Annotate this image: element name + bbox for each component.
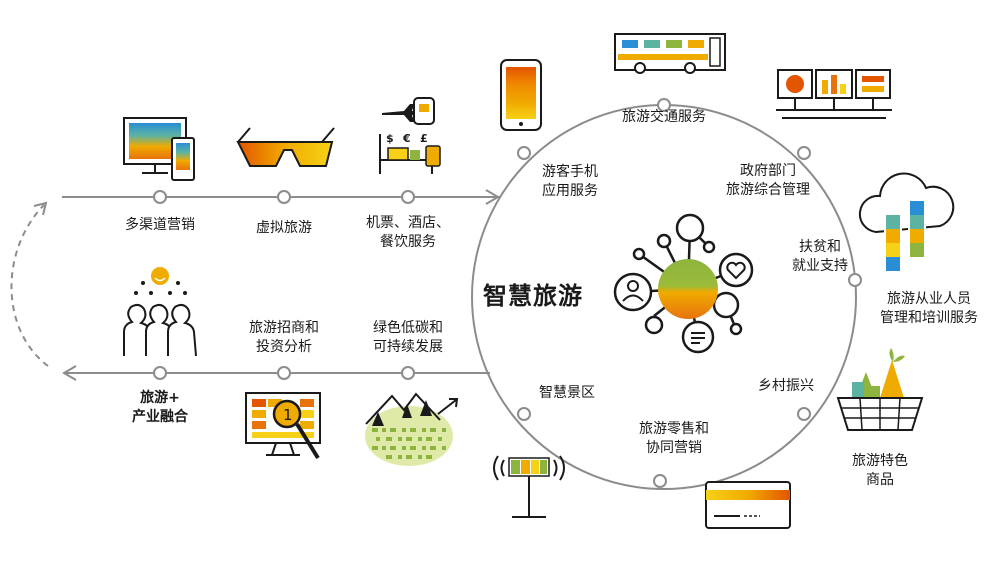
- investment-analysis-icon: 1: [245, 392, 321, 460]
- label-rural-revitalization: 乡村振兴: [758, 378, 814, 394]
- node-retail: [653, 474, 667, 488]
- currency-euro: €: [402, 132, 411, 145]
- label-mobile-apps: 游客手机 应用服务: [542, 164, 598, 199]
- dashboard-monitors-icon: [776, 69, 892, 119]
- return-loop-dashed-arrow: [10, 204, 49, 367]
- node-mobile: [517, 146, 531, 160]
- signal-tower-icon: [493, 455, 565, 518]
- node-multichannel: [153, 190, 167, 204]
- node-booking: [401, 190, 415, 204]
- node-transport: [657, 98, 671, 112]
- train-icon: [614, 33, 726, 74]
- label-multichannel-marketing: 多渠道营销: [125, 217, 195, 233]
- node-virtual: [277, 190, 291, 204]
- credit-card-icon: [705, 481, 791, 529]
- hub-core: [658, 259, 718, 319]
- bottom-flow-arrowhead: [62, 365, 77, 381]
- svg-text:1: 1: [283, 406, 293, 424]
- node-training: [848, 273, 862, 287]
- travel-booking-icon: $ € £: [379, 97, 441, 174]
- smartphone-icon: [500, 59, 542, 131]
- devices-icon: [123, 117, 195, 181]
- label-booking-services: 机票、酒店、 餐饮服务: [366, 215, 450, 250]
- node-rural: [797, 407, 811, 421]
- label-industry-integration: 旅游+ 产业融合: [132, 390, 188, 425]
- label-investment-analysis: 旅游招商和 投资分析: [249, 320, 319, 355]
- label-transport-services: 旅游交通服务: [622, 109, 706, 125]
- node-government: [797, 146, 811, 160]
- label-virtual-tourism: 虚拟旅游: [256, 220, 312, 236]
- hub-network-icon: [613, 213, 754, 354]
- green-landscape-icon: [365, 392, 459, 466]
- cloud-data-icon: [858, 172, 955, 273]
- node-industry: [153, 366, 167, 380]
- top-flow-arrowhead: [485, 189, 500, 205]
- label-specialty-products: 旅游特色 商品: [852, 453, 908, 488]
- label-retail-marketing: 旅游零售和 协同营销: [639, 421, 709, 456]
- flow-nodes: [153, 98, 862, 488]
- node-scenic: [517, 407, 531, 421]
- node-investment: [277, 366, 291, 380]
- return-loop-arrowhead: [33, 201, 48, 216]
- label-smart-scenic: 智慧景区: [539, 385, 595, 401]
- vr-glasses-icon: [236, 127, 335, 167]
- center-title: 智慧旅游: [483, 282, 583, 310]
- people-group-icon: [123, 267, 197, 357]
- label-green-development: 绿色低碳和 可持续发展: [373, 320, 443, 355]
- currency-dollar: $: [386, 132, 394, 145]
- node-green: [401, 366, 415, 380]
- label-poverty-employment: 扶贫和 就业支持: [792, 239, 848, 274]
- shopping-basket-icon: [836, 348, 924, 431]
- label-staff-training: 旅游从业人员 管理和培训服务: [880, 291, 978, 326]
- label-government-management: 政府部门 旅游综合管理: [726, 163, 810, 198]
- currency-pound: £: [420, 132, 428, 145]
- smiley-icon: [151, 267, 169, 285]
- magnifier-icon: [272, 399, 302, 429]
